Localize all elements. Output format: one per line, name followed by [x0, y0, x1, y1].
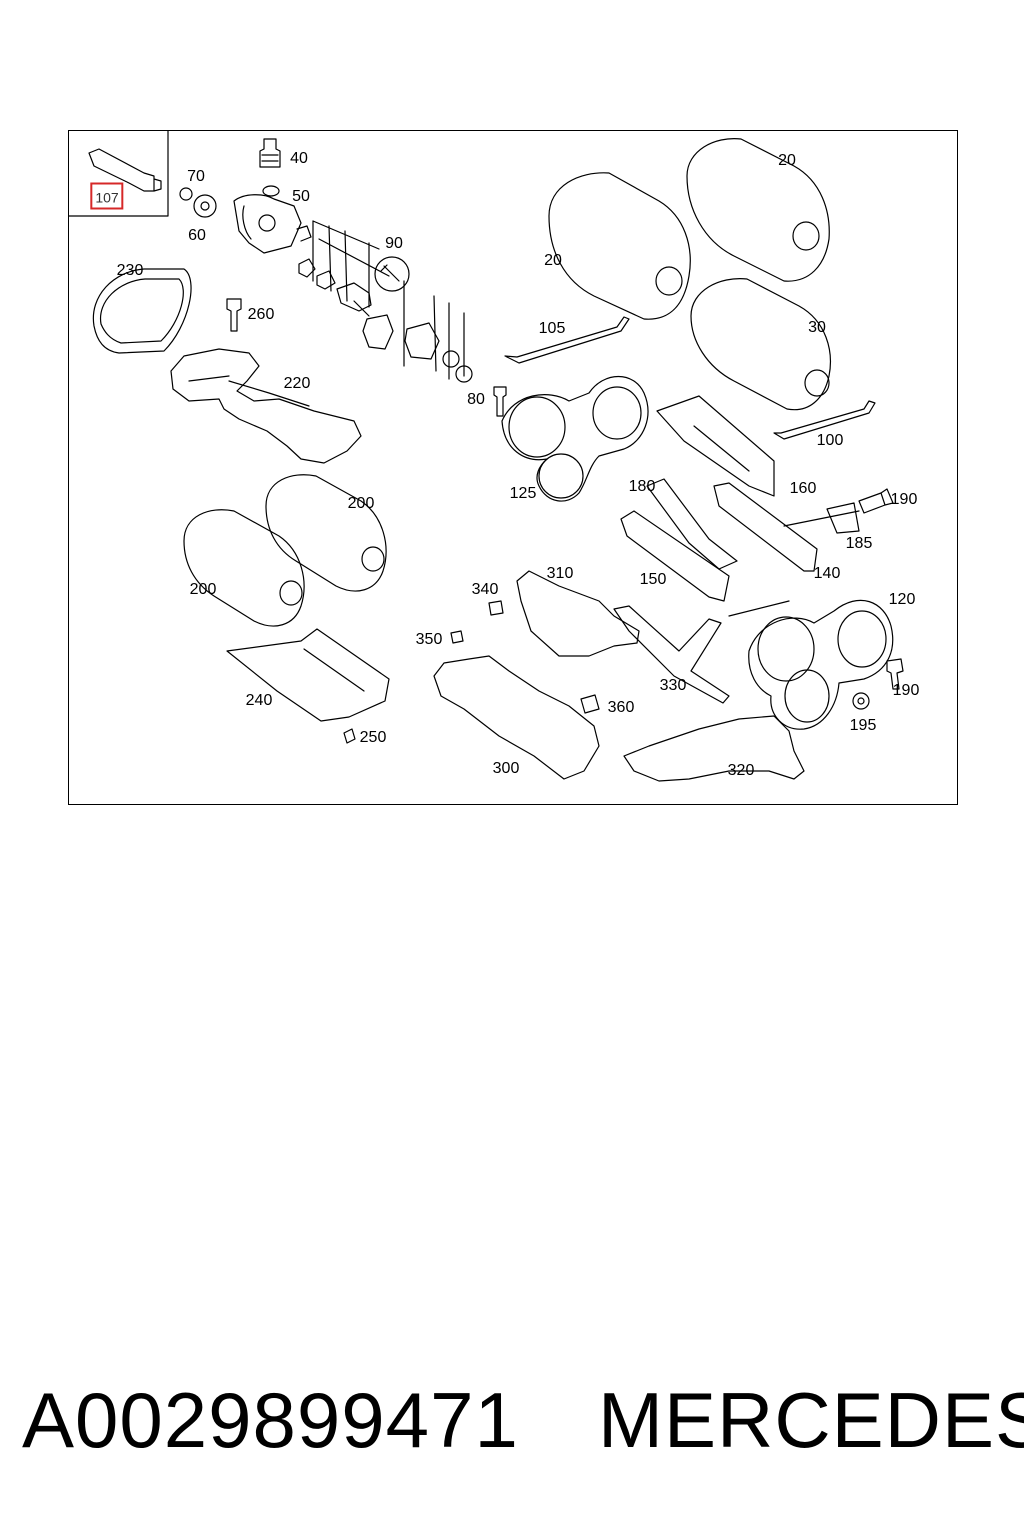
- callout-360: 360: [607, 699, 635, 716]
- callout-80: 80: [467, 391, 485, 408]
- callout-200-right: 200: [347, 495, 375, 512]
- callout-107: 107: [90, 182, 124, 210]
- rail-150: [620, 510, 730, 602]
- callout-320: 320: [727, 762, 755, 779]
- tank-20-right: [686, 138, 830, 282]
- callout-120: 120: [888, 591, 916, 608]
- callout-20-left: 20: [544, 252, 562, 269]
- callout-220: 220: [283, 375, 311, 392]
- callout-185: 185: [845, 535, 873, 552]
- callout-100: 100: [816, 432, 844, 449]
- seal-50: [262, 185, 280, 197]
- callout-140: 140: [813, 565, 841, 582]
- callout-340: 340: [471, 581, 499, 598]
- callout-150: 150: [639, 571, 667, 588]
- callout-190-upper: 190: [890, 491, 918, 508]
- tray-240: [226, 628, 390, 722]
- clip-350: [450, 630, 464, 644]
- callout-60: 60: [188, 227, 206, 244]
- inset-box: [69, 131, 169, 217]
- frame-220: [170, 348, 362, 464]
- fitting-1: [298, 258, 316, 278]
- callout-30: 30: [808, 319, 826, 336]
- grease-tube-icon: [88, 148, 162, 192]
- callout-260: 260: [247, 306, 275, 323]
- nut-340: [488, 600, 504, 616]
- callout-50: 50: [292, 188, 310, 205]
- bracket-330: [613, 605, 730, 704]
- callout-20-right: 20: [778, 152, 796, 169]
- callout-250: 250: [359, 729, 387, 746]
- valve-40: [259, 138, 281, 168]
- callout-240: 240: [245, 692, 273, 709]
- exploded-parts-drawing: [69, 131, 904, 782]
- strap-230: [92, 268, 192, 354]
- nut-360: [580, 694, 600, 714]
- plate-160: [656, 395, 775, 497]
- callout-195: 195: [849, 717, 877, 734]
- callout-350: 350: [415, 631, 443, 648]
- wrench-circle: [374, 256, 410, 292]
- bolt-260: [226, 298, 242, 332]
- bolt-190-upper: [858, 488, 894, 514]
- callout-40: 40: [290, 150, 308, 167]
- bracket-125: [501, 376, 649, 502]
- parts-diagram: 107 70 60 40 50 90 230 260 220 20 20 30 …: [68, 130, 958, 805]
- bracket-120: [748, 599, 894, 730]
- callout-310: 310: [546, 565, 574, 582]
- strap-100: [773, 400, 876, 440]
- callout-330: 330: [659, 677, 687, 694]
- bracket-180: [646, 478, 738, 570]
- tank-200-right: [265, 474, 387, 592]
- tank-200-left: [183, 509, 305, 627]
- callout-180: 180: [628, 478, 656, 495]
- callout-160: 160: [789, 480, 817, 497]
- tank-valve-assembly: [233, 194, 312, 254]
- tank-30: [690, 278, 831, 411]
- part-number: A0029899471: [22, 1376, 519, 1464]
- washer-60: [193, 194, 217, 218]
- callout-200-left: 200: [189, 581, 217, 598]
- tank-20-left: [548, 172, 691, 320]
- callout-90: 90: [385, 235, 403, 252]
- rail-140: [713, 482, 818, 572]
- fitting-3: [336, 282, 372, 317]
- callout-70: 70: [187, 168, 205, 185]
- callout-300: 300: [492, 760, 520, 777]
- callout-125: 125: [509, 485, 537, 502]
- cover-310: [516, 570, 640, 657]
- callout-105: 105: [538, 320, 566, 337]
- bolt-80: [493, 386, 507, 417]
- shield-320: [623, 715, 805, 782]
- fitting-2: [316, 270, 336, 290]
- o-ring-70: [179, 187, 193, 201]
- nut-195: [852, 692, 870, 710]
- brand-name: MERCEDES: [598, 1376, 1024, 1464]
- plate-185: [826, 502, 860, 534]
- strap-105: [504, 316, 630, 364]
- callout-190-lower: 190: [892, 682, 920, 699]
- shield-300: [433, 655, 600, 780]
- callout-230: 230: [116, 262, 144, 279]
- clip-250: [343, 728, 356, 744]
- bolt-190-lower: [886, 658, 904, 690]
- fitting-4: [362, 314, 394, 350]
- fitting-5: [404, 322, 440, 360]
